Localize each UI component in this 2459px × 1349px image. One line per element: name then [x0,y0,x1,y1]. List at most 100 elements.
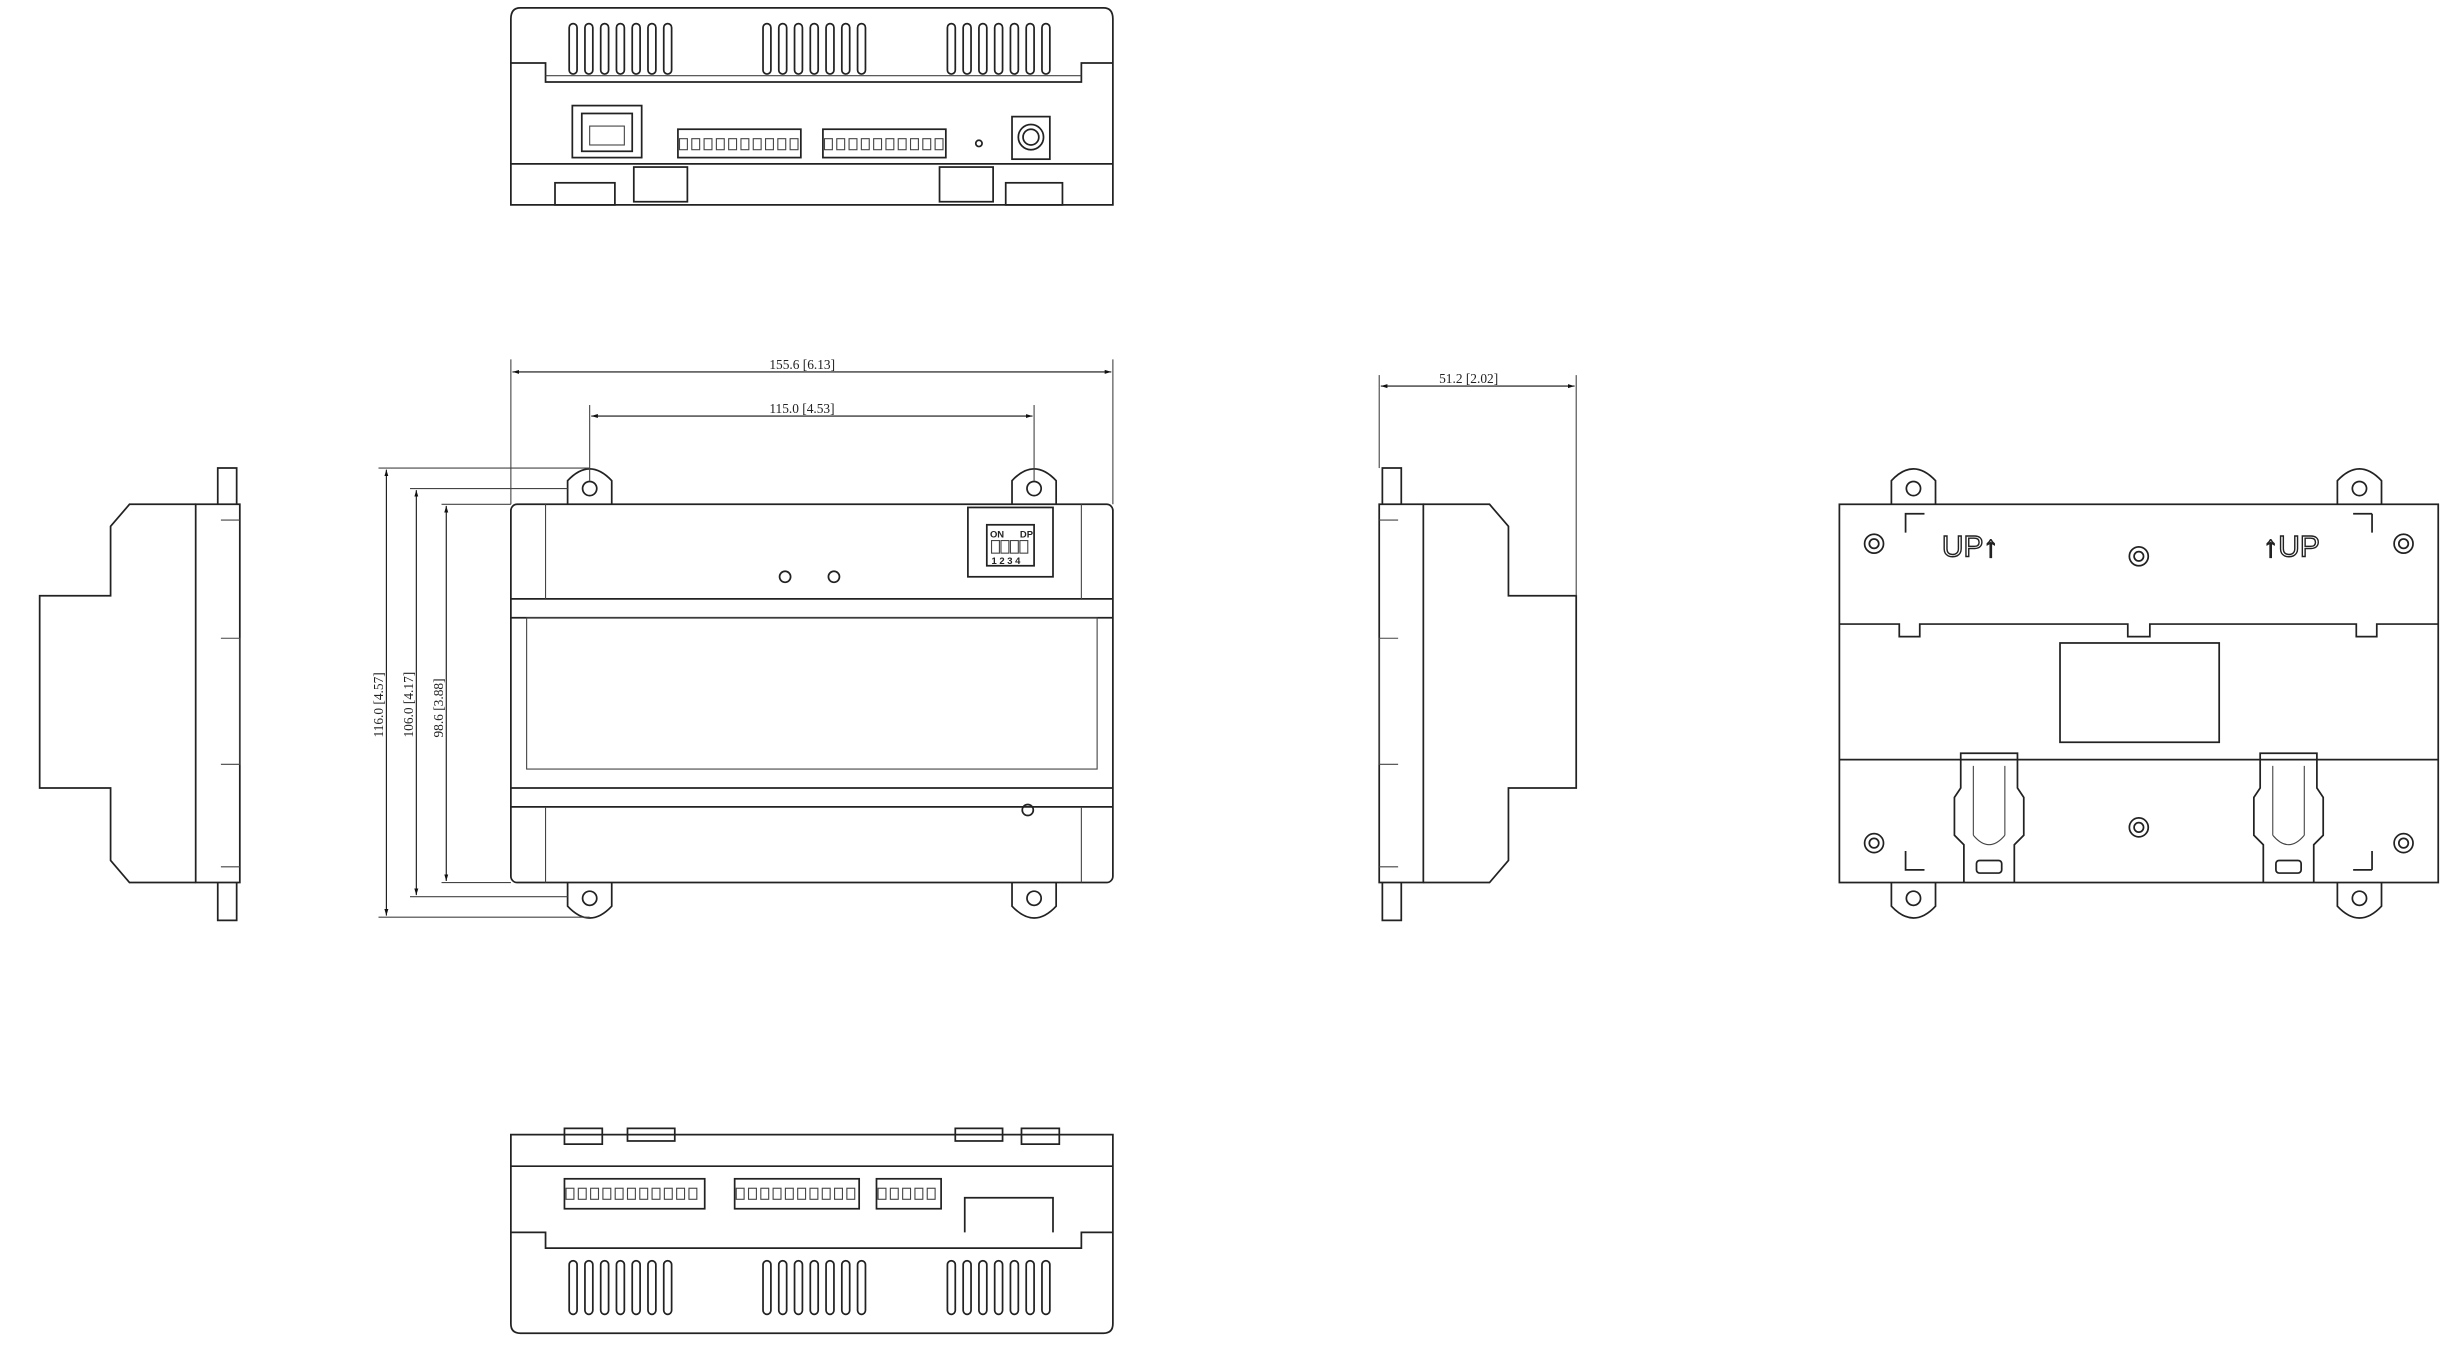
terminal-pin [651,1187,661,1200]
terminal-pin [663,1187,673,1200]
terminal-pin [789,138,799,151]
vent-slot [568,22,578,75]
reset-hole [974,139,983,148]
terminal-pin [590,1187,600,1200]
dim-hole-spacing: 115.0 [4.53] [769,401,834,416]
screw-hole-inner [1868,538,1880,550]
vent-slot [631,1259,641,1316]
led-indicator [1021,803,1035,817]
dim-overall-width: 155.6 [6.13] [769,357,835,372]
terminal-pin [715,138,725,151]
vent-slot [1025,22,1035,75]
dip-switch: ON DP 1 2 3 4 [967,506,1054,578]
terminal-pin [740,138,750,151]
vent-slot [978,22,988,75]
terminal-pin [764,138,774,151]
led-indicator [778,570,792,584]
bottom-view [510,1127,1114,1335]
terminal-pin [688,1187,698,1200]
terminal-pin [809,1187,819,1200]
vent-slot [1025,1259,1035,1316]
vent-slot [631,22,641,75]
dip-on-label: ON [990,529,1004,540]
terminal-pin [784,1187,794,1200]
terminal-pin [934,138,944,151]
terminal-pin [821,1187,831,1200]
up-marker-right: ↑UP [2263,530,2320,563]
terminal-pin [703,138,713,151]
vent-slot [584,1259,594,1316]
dip-dp-label: DP [1020,529,1033,540]
vent-slot [825,22,835,75]
up-marker-left: UP↑ [1942,530,1999,563]
vent-slot [762,22,772,75]
terminal-pin [565,1187,575,1200]
vent-slots [568,22,1051,75]
terminal-pin [848,138,858,151]
left-side-view [38,467,241,922]
dim-depth: 51.2 [2.02] [1439,371,1498,386]
vent-slot [1041,1259,1051,1316]
terminal-pin [797,1187,807,1200]
terminal-pin [902,1187,912,1200]
screw-hole [2128,817,2150,838]
terminal-block [677,128,947,159]
din-rail-clip [1953,752,2025,883]
terminal-pin [691,138,701,151]
vent-slot [615,22,626,75]
vent-slot [647,1259,657,1316]
terminal-pin [909,138,919,151]
terminal-pin [639,1187,649,1200]
terminal-pin [877,1187,887,1200]
screw-hole-inner [1868,837,1880,849]
terminal-pin [846,1187,856,1200]
vent-slot [1009,1259,1020,1316]
vent-slot [793,1259,804,1316]
dc-power-jack [1011,115,1051,161]
dip-positions: 1 2 3 4 [992,556,1022,567]
terminal-pin [760,1187,770,1200]
vent-slot [1009,22,1020,75]
vent-slot [840,22,851,75]
vent-slot [615,1259,626,1316]
terminal-pin [860,138,870,151]
vent-slot [946,22,957,75]
vent-slot [809,1259,820,1316]
din-rail-clip [2252,752,2325,883]
vent-slot [809,22,820,75]
vent-slot [584,22,594,75]
screw-hole [2128,545,2150,567]
terminal-pin [678,138,688,151]
vent-slot [762,1259,772,1316]
vent-slot [777,22,788,75]
right-side-view: 51.2 [2.02] [1378,371,1578,922]
vent-slot [777,1259,788,1316]
terminal-pin [614,1187,624,1200]
screw-hole-inner [2397,837,2410,849]
terminal-pin [897,138,907,151]
terminal-pin [577,1187,587,1200]
vent-slot [840,1259,851,1316]
terminal-pin [926,1187,936,1200]
vent-slot [993,1259,1004,1316]
front-view: ON DP 1 2 3 4 155.6 [6.13] 115.0 [4.53] … [371,357,1114,919]
vent-slot [599,1259,610,1316]
screw-hole-inner [2133,550,2145,562]
vent-slot [856,1259,867,1316]
terminal-pin [885,138,895,151]
dim-body-height-lips: 106.0 [4.17] [401,672,416,738]
vent-slot [662,22,673,75]
vent-slot [856,22,867,75]
terminal-pin [626,1187,636,1200]
terminal-pin [873,138,883,151]
screw-hole-inner [2397,538,2410,550]
dim-body-height: 98.6 [3.88] [431,678,446,737]
screw-hole [1863,533,1885,555]
dim-overall-height: 116.0 [4.57] [371,672,386,737]
terminal-pin [889,1187,899,1200]
screw-hole [2393,832,2414,854]
terminal-pin [728,138,738,151]
terminal-pin [752,138,762,151]
led-indicator [827,570,841,584]
